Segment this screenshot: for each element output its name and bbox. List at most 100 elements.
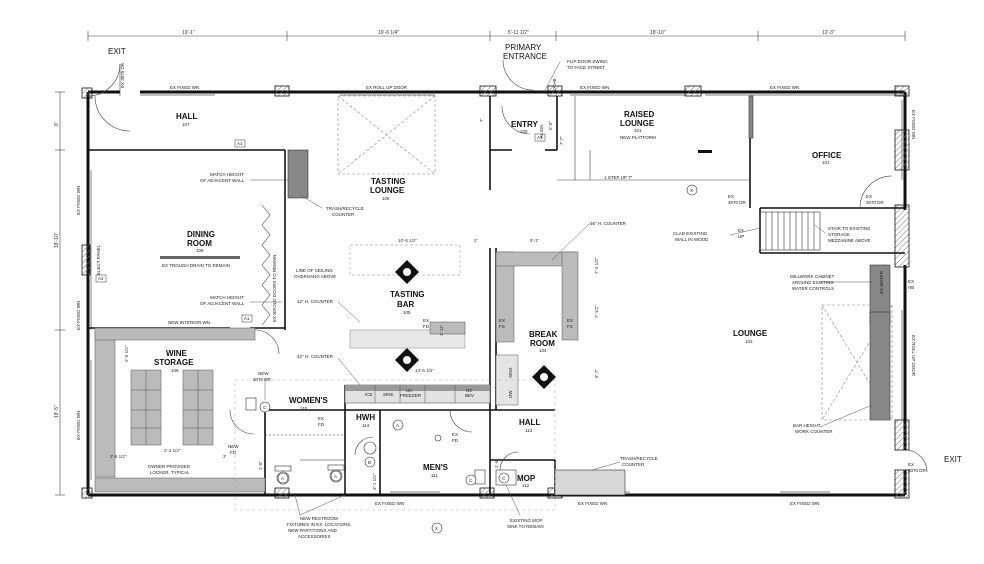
note-ex-fs-2: FS [499,324,505,329]
dim-entry-b: 5'-5" [548,121,553,130]
room-tasting-lounge-name-2: LOUNGE [370,186,405,195]
room-office-name: OFFICE [812,151,842,160]
room-entry-num: 100 [520,129,528,134]
primary-entrance-label: PRIMARY [505,43,542,52]
note-ex-hb-right-2: HB [908,285,914,290]
note-uc-freezer-1: UC [406,388,413,393]
room-dining-name-1: DINING [187,230,215,239]
note-ex-fixed-wn-left-2: EX FIXED WN [76,301,81,330]
roll-up-door-lounge [821,304,893,421]
dim-break-side-a: 7'-4 1/2" [594,257,599,274]
note-new-dr-2: 3070 DR [253,377,272,382]
note-ex-fixed-wn-3: EX FIXED WN [770,85,799,90]
circle-tags [259,184,698,534]
tag-c-mens: C [469,478,473,483]
note-new-interior-wn: NEW INTERIOR WN [168,320,210,325]
dim-womens: 1'-6" [258,461,263,470]
note-match-height-1a: MATCH HEIGHT [210,172,244,177]
note-flip-door: FLIP DOOR SWING [567,59,608,64]
exit-right-label: EXIT [944,455,962,464]
room-raised-lounge-num: 101 [634,128,642,133]
note-trash-counter-2a: TRASH/RECYCLE [620,456,658,461]
dim-hall: 1'-6" [494,459,499,468]
dim-mens: 3'-1 1/2" [372,473,377,490]
tag-a-hwh: A [396,423,399,428]
note-ex-dr-office-1: EX [728,194,734,199]
dim-entry-c: 7' [479,118,484,122]
dim-tasting-bar-b: 3' [474,238,478,243]
note-new-restroom-3: NEW PARTITIONS AND [288,528,338,533]
room-mop-name: MOP [517,474,536,483]
note-ex-fd-bar-1: EX [423,318,429,323]
break-room-counters [495,251,579,406]
dim-break-side-c: 6'-7" [594,369,599,378]
note-ex-fixed-wn-left-1: EX FIXED WN [76,186,81,215]
room-wine-num: 109 [171,368,179,373]
note-stair-2: STORAGE [828,232,850,237]
dim-tasting-bar: 10'-6 1/2" [398,238,417,243]
note-millwork-2: AROUND EXISTING [792,280,834,285]
tag-a1-hall: A1 [237,141,243,146]
note-owner-locker-2: LOCKER, TYPICAL [150,470,190,475]
note-trough: EX TROUGH DRAIN TO REMAIN [162,263,230,268]
dim-wine-a: 2'-6 1/2" [124,345,129,362]
left-dimension-line [55,91,65,496]
leader-lines [250,61,873,516]
note-ex-dr-exit: EX 3070 DR [120,62,125,88]
note-new-fd-1: NEW [228,444,239,449]
restroom-fixtures [245,397,517,490]
note-ex-fd-womens-2: FD [318,422,325,427]
dim-wine-c: 2'-3 1/2" [164,448,181,453]
dim-top-4: 18'-10" [650,30,666,36]
dim-wine-b: 2'-8 1/2" [110,454,127,459]
dim-top-2: 19'-6 1/4" [378,30,399,36]
note-ex-fs-4: FS [567,324,573,329]
door-swings [87,59,928,473]
roll-up-door-tasting [337,95,436,175]
top-dimension-line [87,31,906,41]
note-new-restroom-4: ACCESSORIES [298,534,331,539]
note-flip-door-2: TO FACE STREET [567,65,605,70]
note-sink: SINK [383,392,394,397]
room-tasting-bar-name-2: BAR [397,300,415,309]
note-ex-fixed-wn-bottom-3: EX FIXED WN [790,501,819,506]
note-new-restroom-2: FIXTURES IN EX. LOCATIONS. [287,522,352,527]
room-raised-lounge-name-1: RAISED [624,110,654,119]
stair [759,211,821,251]
note-match-height-2b: OF ADJACENT WALL [200,301,245,306]
note-ex-hb-right-1: EX [908,279,914,284]
note-uc-bev-1: UC [466,388,473,393]
tag-a-womens: A [281,476,284,481]
tag-a1-entry: A1 [537,135,543,140]
note-ex-fd-mens-2: FD [452,438,459,443]
note-match-height-1b: OF ADJACENT WALL [200,178,245,183]
room-hall-name: HALL [176,112,197,121]
dim-left-c: 8' [54,122,60,126]
bifold-doors [261,204,271,326]
room-hall2-name: HALL [519,418,540,427]
dim-top-3: 5'-11 1/2" [508,30,529,36]
note-sink-break: SINK [508,367,513,378]
note-ex-fs-1: EX [499,318,505,323]
platform-mark [698,150,712,153]
note-ex-fd-bar-2: FD [423,324,430,329]
room-entry-name: ENTRY [511,120,538,129]
note-line-ceiling-a: LINE OF CEILING [296,268,333,273]
tag-c-womens: C [263,405,267,410]
note-ex-fixed-wn-left-3: EX FIXED WN [76,411,81,440]
note-ex-hb-top: EX HB [552,78,557,92]
note-new-dr-1: NEW [258,371,269,376]
note-ex-fixed-wn-2: EX FIXED WN [580,85,609,90]
dim-break-side-b: 7'-1/2" [594,305,599,318]
tag-c-mop: C [502,476,506,481]
note-ice: ICE [365,392,373,397]
dim-break-top: 8'-1" [530,238,539,243]
room-womens-num: 110 [300,406,308,411]
note-36-counter: 36" H. COUNTER [590,221,627,226]
room-hall-num: 107 [182,122,190,127]
note-existing-mop-1: EXISTING MOP [510,518,543,523]
room-dining-num: 108 [196,248,204,253]
room-tasting-bar-name-1: TASTING [390,290,425,299]
dim-wine-d: 3' [223,454,227,459]
